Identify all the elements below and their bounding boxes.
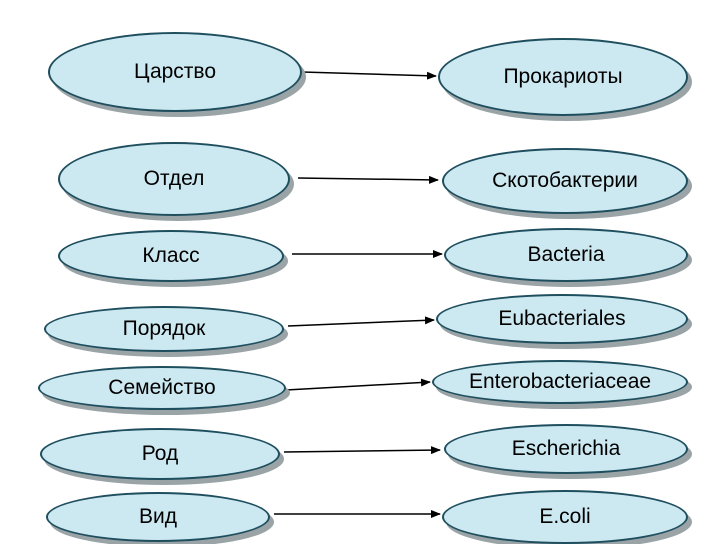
rank-oval-kingdom: Царство [48,32,302,112]
rank-oval-order: Порядок [44,306,284,352]
rank-label: Порядок [122,317,206,340]
taxon-label: Eubacteriales [498,307,626,330]
rank-label: Вид [139,505,177,528]
taxon-label: E.coli [539,505,591,528]
taxon-oval-species: E.coli [442,490,688,544]
connector-arrow-2 [297,175,439,184]
connector-arrow-5 [285,378,431,391]
taxon-label: Bacteria [527,243,605,266]
connector-arrow-1 [301,71,437,80]
taxon-label: Скотобактерии [492,169,638,192]
rank-oval-genus: Род [40,428,280,480]
taxon-label: Escherichia [511,437,621,460]
rank-label: Отдел [143,167,205,190]
connector-arrow-4 [287,316,435,327]
connector-arrow-6 [283,446,441,455]
taxon-oval-class: Bacteria [444,228,688,282]
taxon-label: Прокариоты [503,65,623,88]
taxon-oval-genus: Escherichia [444,424,688,474]
taxon-oval-kingdom: Прокариоты [438,38,688,116]
rank-oval-species: Вид [46,492,270,542]
rank-label: Семейство [108,376,216,399]
rank-label: Род [141,442,179,465]
rank-label: Царство [133,60,217,83]
rank-oval-division: Отдел [58,142,290,216]
rank-label: Класс [142,244,200,267]
taxon-oval-order: Eubacteriales [436,294,688,344]
taxon-label: Enterobacteriaceae [468,370,652,393]
rank-oval-class: Класс [58,230,284,282]
taxon-oval-family: Enterobacteriaceae [432,360,688,404]
rank-oval-family: Семейство [38,366,286,410]
taxon-oval-division: Скотобактерии [442,148,688,214]
